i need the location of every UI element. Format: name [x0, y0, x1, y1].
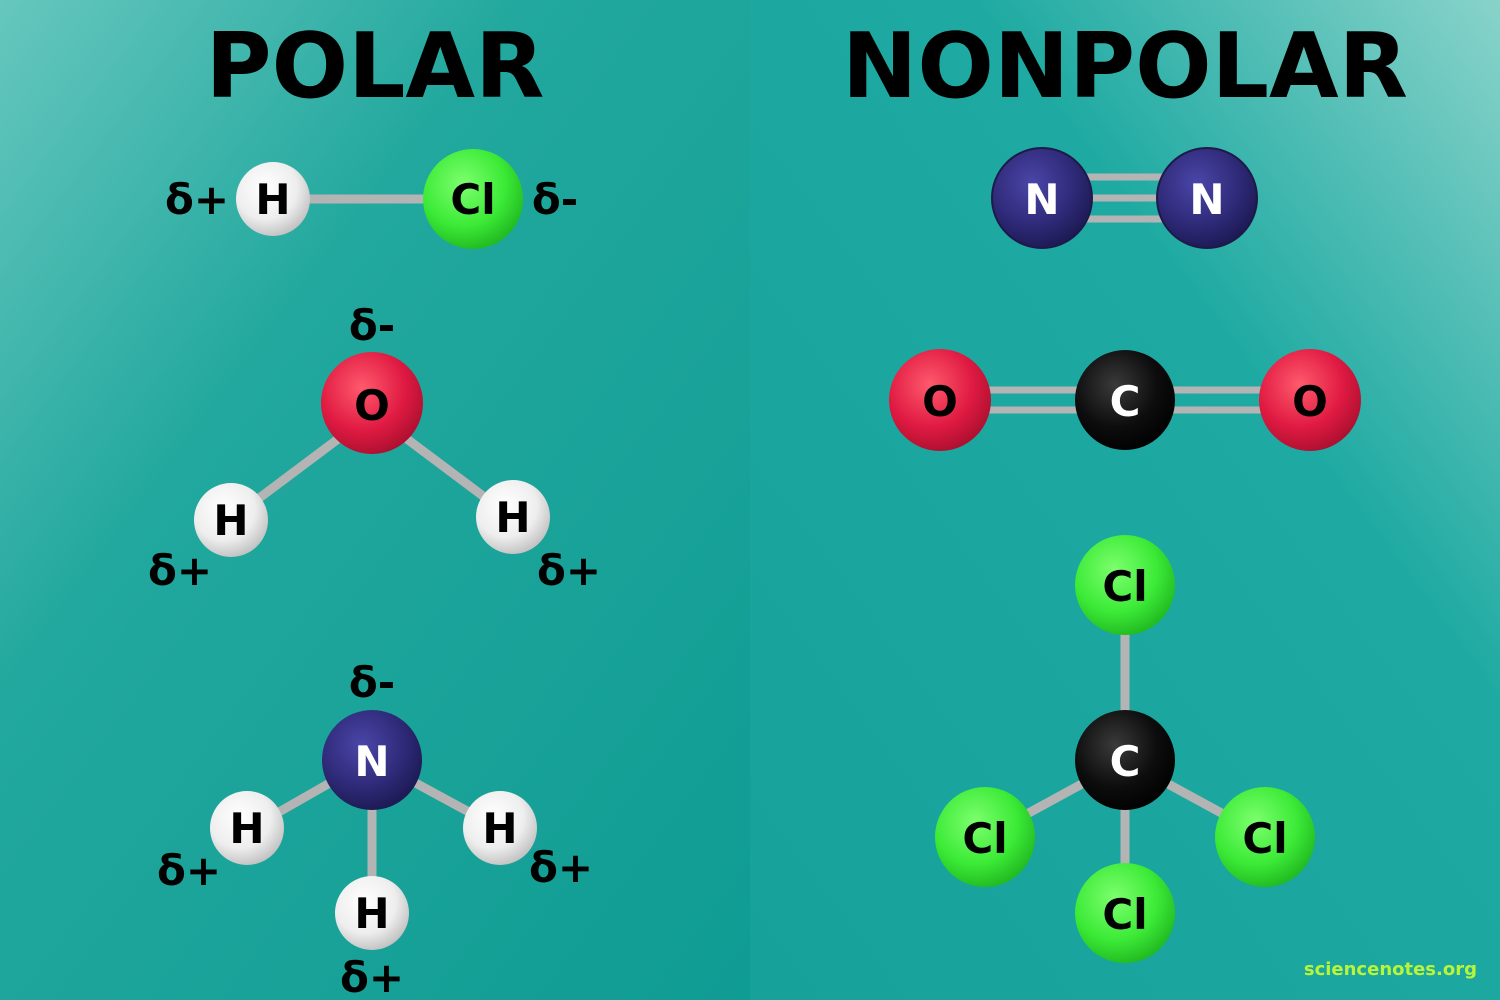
atom-label: H — [255, 175, 290, 224]
chlorine-atom — [1215, 787, 1315, 887]
partial-charge-label: δ+ — [148, 546, 212, 595]
nitrogen-atom — [322, 710, 422, 810]
h2o-bond-right — [390, 425, 500, 510]
chlorine-atom — [1075, 535, 1175, 635]
credit-text: sciencenotes.org — [1304, 959, 1477, 980]
hydrogen-atom — [335, 876, 409, 950]
carbon-atom — [1075, 350, 1175, 450]
partial-charge-label: δ- — [349, 301, 395, 350]
hydrogen-atom — [236, 162, 310, 236]
nitrogen-atom — [1156, 147, 1258, 249]
bonds — [245, 173, 1269, 890]
ccl4-bond-left — [1020, 780, 1085, 820]
h2o-molecule: O H H δ- δ+ δ+ — [148, 301, 601, 595]
atom-label: O — [1292, 377, 1328, 426]
atom-label: H — [229, 804, 264, 853]
n2-molecule: N N — [991, 147, 1258, 249]
chlorine-atom — [1075, 863, 1175, 963]
atom-label: H — [482, 804, 517, 853]
atom-label: C — [1110, 737, 1141, 786]
partial-charge-label: δ+ — [165, 175, 229, 224]
atom-label: Cl — [962, 814, 1007, 863]
partial-charge-label: δ+ — [340, 953, 404, 1000]
partial-charge-label: δ+ — [157, 846, 221, 895]
atom-label: N — [1024, 175, 1059, 224]
polar-title: POLAR — [206, 14, 545, 119]
partial-charge-label: δ+ — [537, 546, 601, 595]
atom-label: Cl — [1102, 890, 1147, 939]
partial-charge-label: δ- — [532, 175, 578, 224]
nh3-molecule: N H H H δ- δ+ δ+ δ+ — [157, 658, 593, 1000]
atom-label: C — [1110, 377, 1141, 426]
atom-label: Cl — [1102, 562, 1147, 611]
partial-charge-label: δ+ — [529, 843, 593, 892]
atom-label: O — [354, 381, 390, 430]
atom-label: Cl — [450, 175, 495, 224]
hydrogen-atom — [476, 480, 550, 554]
atom-label: N — [354, 737, 389, 786]
atom-label: N — [1189, 175, 1224, 224]
nitrogen-atom — [991, 147, 1093, 249]
chlorine-atom — [423, 149, 523, 249]
carbon-atom — [1075, 710, 1175, 810]
hydrogen-atom — [210, 791, 284, 865]
ccl4-molecule: Cl C Cl Cl Cl — [935, 535, 1315, 963]
partial-charge-label: δ- — [349, 658, 395, 707]
atom-label: Cl — [1242, 814, 1287, 863]
atom-label: H — [495, 493, 530, 542]
oxygen-atom — [1259, 349, 1361, 451]
chlorine-atom — [935, 787, 1035, 887]
oxygen-atom — [889, 349, 991, 451]
hcl-molecule: H Cl δ+ δ- — [165, 149, 578, 249]
hydrogen-atom — [194, 483, 268, 557]
ccl4-bond-right — [1165, 780, 1230, 820]
h2o-bond-left — [245, 425, 355, 510]
atom-label: H — [354, 889, 389, 938]
nonpolar-title: NONPOLAR — [842, 14, 1408, 119]
atom-label: O — [922, 377, 958, 426]
co2-molecule: O C O — [889, 349, 1361, 451]
oxygen-atom — [321, 352, 423, 454]
atom-label: H — [213, 496, 248, 545]
hydrogen-atom — [463, 791, 537, 865]
